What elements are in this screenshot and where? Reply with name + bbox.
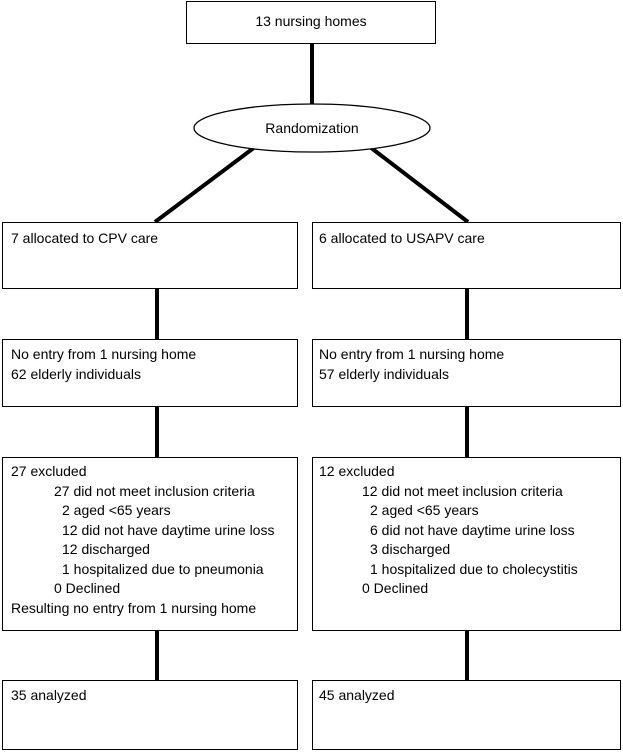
right-excluded-detail-2: 6 did not have daytime urine loss — [370, 521, 575, 538]
box-left-entry: No entry from 1 nursing home 62 elderly … — [2, 339, 298, 407]
right-excluded-detail-3: 3 discharged — [370, 541, 451, 557]
randomization-ellipse — [193, 103, 431, 153]
right-excluded-detail-4: 1 hospitalized due to cholecystitis — [370, 560, 578, 577]
box-right-analyzed: 45 analyzed — [312, 680, 621, 750]
right-excluded-reason: 12 did not meet inclusion criteria — [362, 482, 563, 499]
right-analyzed-text: 45 analyzed — [319, 687, 395, 703]
left-excluded-reason: 27 did not meet inclusion criteria — [54, 482, 255, 499]
left-excluded-title: 27 excluded — [11, 463, 87, 479]
left-declined: 0 Declined — [54, 580, 121, 596]
box-right-excluded: 12 excluded 12 did not meet inclusion cr… — [312, 457, 621, 631]
box-left-analyzed: 35 analyzed — [2, 680, 298, 750]
right-allocated-text: 6 allocated to USAPV care — [319, 230, 485, 246]
left-excluded-detail-2: 12 did not have daytime urine loss — [62, 521, 275, 538]
right-excluded-detail-1: 2 aged <65 years — [370, 502, 479, 518]
right-entry-line-1: No entry from 1 nursing home — [319, 346, 505, 362]
left-excluded-detail-3: 12 discharged — [62, 541, 150, 557]
box-left-excluded: 27 excluded 27 did not meet inclusion cr… — [2, 457, 298, 631]
left-allocated-text: 7 allocated to CPV care — [11, 230, 159, 246]
left-excluded-detail-1: 2 aged <65 years — [62, 502, 171, 518]
right-declined: 0 Declined — [362, 580, 429, 596]
right-excluded-title: 12 excluded — [319, 463, 395, 479]
left-entry-line-2: 62 elderly individuals — [11, 365, 141, 382]
connector-randomization-to-left — [153, 145, 257, 224]
box-right-allocated: 6 allocated to USAPV care — [312, 222, 621, 289]
connector-randomization-to-right — [368, 145, 470, 224]
left-entry-line-1: No entry from 1 nursing home — [11, 346, 197, 362]
right-entry-line-2: 57 elderly individuals — [319, 365, 449, 382]
left-excluded-detail-4: 1 hospitalized due to pneumonia — [62, 560, 264, 577]
left-analyzed-text: 35 analyzed — [11, 687, 87, 703]
box-right-entry: No entry from 1 nursing home 57 elderly … — [312, 339, 621, 407]
randomization-label: Randomization — [265, 120, 359, 136]
box-left-allocated: 7 allocated to CPV care — [2, 222, 298, 289]
box-nursing-homes: 13 nursing homes — [186, 1, 436, 44]
left-resulting: Resulting no entry from 1 nursing home — [11, 599, 257, 616]
nursing-homes-label: 13 nursing homes — [255, 13, 367, 29]
